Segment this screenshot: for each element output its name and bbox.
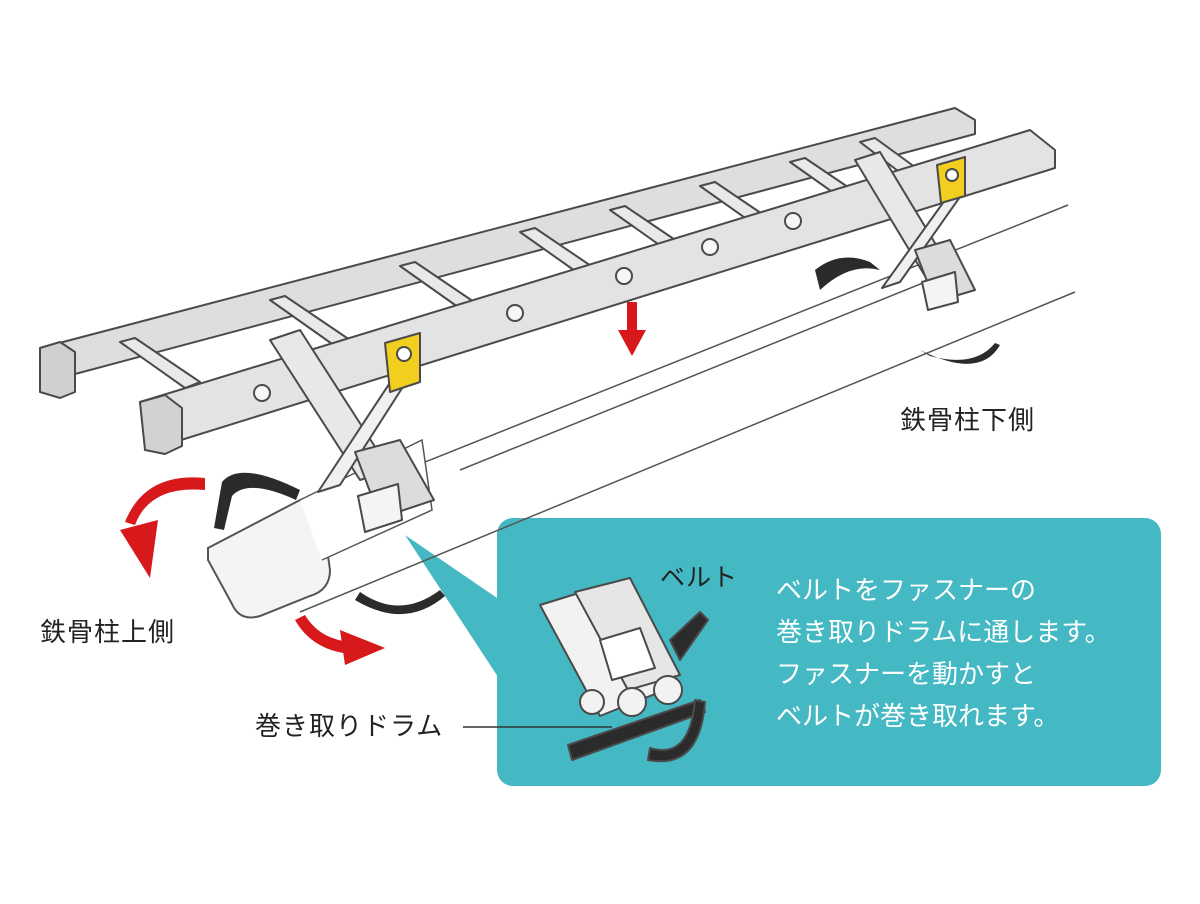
callout-line-3: ファスナーを動かすと — [776, 660, 1037, 690]
belt-closeup-lower — [567, 699, 706, 761]
curved-arrow-top — [125, 477, 205, 525]
callout-line-1: ベルトをファスナーの — [776, 576, 1037, 606]
ladder-back-rail-cap — [39, 341, 76, 399]
fastener-closeup — [539, 577, 709, 763]
ladder-rungs — [119, 137, 931, 389]
label-column-upper: 鉄骨柱上側 — [40, 618, 176, 648]
callout-line-2: 巻き取りドラムに通します。 — [776, 618, 1111, 648]
down-arrow-head — [618, 330, 646, 356]
winding-drum-closeup — [579, 689, 605, 715]
curved-arrow-bottom — [295, 615, 352, 654]
callout-pointer — [405, 535, 500, 680]
label-column-lower: 鉄骨柱下側 — [900, 406, 1036, 436]
callout-line-4: ベルトが巻き取れます。 — [776, 702, 1060, 732]
belt-upper-left — [214, 472, 300, 530]
red-arrows — [120, 302, 646, 665]
curved-arrow-top-head — [120, 520, 158, 578]
belt-lower-left — [355, 590, 445, 615]
ladder-rail-holes — [253, 212, 802, 402]
bracket-right — [854, 151, 976, 311]
yellow-plate-left — [384, 332, 421, 393]
curved-arrow-bottom-head — [340, 630, 385, 665]
bracket-left — [269, 329, 435, 533]
ladder-front-rail-cap — [139, 394, 183, 455]
belt-straps — [214, 257, 1000, 615]
belt-upper-right — [815, 257, 880, 290]
ladder — [39, 107, 1056, 455]
fastener-right — [921, 271, 959, 311]
down-arrow-shaft — [627, 302, 637, 332]
label-belt: ベルト — [660, 563, 739, 592]
belt-lower-right — [920, 343, 1000, 364]
fastener-left — [357, 483, 403, 533]
callout-text: ベルトをファスナーの 巻き取りドラムに通します。 ファスナーを動かすと ベルトが… — [776, 570, 1111, 738]
label-winding-drum: 巻き取りドラム — [255, 712, 444, 742]
belt-closeup-upper — [669, 611, 709, 661]
